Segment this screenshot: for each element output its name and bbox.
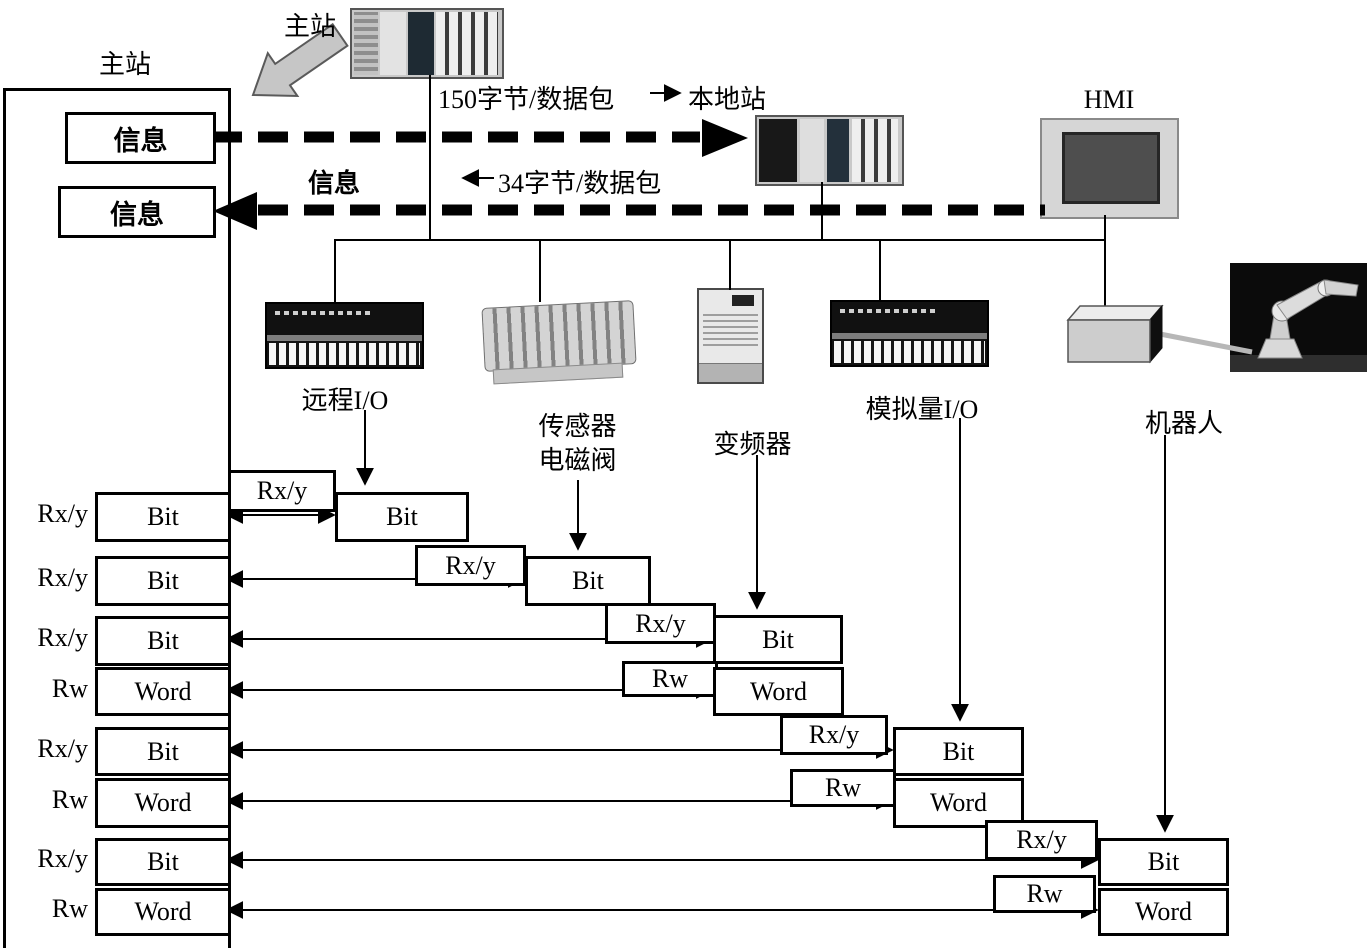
remote-buffer-box: Word [1098, 888, 1229, 936]
master-buffer-box: Word [95, 667, 231, 716]
right-arrowhead-icon [702, 119, 748, 157]
left-arrowhead-icon [213, 192, 257, 230]
device-label-remote-io: 远程I/O [301, 386, 389, 415]
link-channel-box: Rx/y [780, 715, 888, 755]
master-buffer-box: Bit [95, 727, 231, 776]
link-channel-box: Rw [993, 875, 1096, 913]
master-buffer-box: Bit [95, 616, 231, 666]
link-channel-box: Rx/y [228, 470, 336, 512]
info-return-label: 信息 [308, 169, 361, 198]
link-channel-box: Rx/y [985, 820, 1098, 860]
hmi-screen [1062, 132, 1160, 204]
channel-type-label: Rw [51, 674, 88, 703]
link-channel-box: Rw [790, 769, 896, 807]
plc-display-module [759, 119, 797, 182]
remote-buffer-box: Word [713, 667, 844, 716]
channel-type-label: Rx/y [37, 844, 88, 873]
robot-arm-graphic [1230, 263, 1367, 372]
io-mid-band [832, 333, 987, 339]
remote-buffer-box: Word [893, 778, 1024, 828]
packet-down-label: 150字节/数据包 [438, 85, 615, 114]
local-station-label: 本地站 [688, 85, 767, 114]
info-box-1: 信息 [65, 112, 216, 164]
device-label-inverter: 变频器 [713, 430, 792, 459]
network-bus-lines [334, 75, 1106, 306]
master-pointer-block-arrow-icon [251, 22, 349, 98]
channel-type-label: Rx/y [37, 734, 88, 763]
remote-io-image [265, 302, 424, 369]
device-label-robot: 机器人 [1144, 409, 1223, 438]
plc-module [380, 12, 406, 75]
device-pointer-arrows [356, 410, 1174, 833]
sensor-label-line2: 电磁阀 [538, 446, 617, 475]
remote-buffer-box: Bit [335, 492, 469, 542]
channel-type-label: Rx/y [37, 563, 88, 592]
io-terminals [269, 343, 420, 365]
master-plc-label: 主站 [284, 12, 337, 41]
channel-type-label: Rw [51, 785, 88, 814]
master-buffer-box: Word [95, 888, 231, 936]
analog-io-image [830, 300, 989, 367]
link-channel-box: Rx/y [605, 603, 716, 644]
inverter-display [732, 295, 754, 306]
remote-buffer-box: Bit [1098, 838, 1229, 886]
io-terminals [834, 341, 985, 363]
device-label-sensor-valve: 传感器 电磁阀 [515, 410, 640, 478]
plc-cpu-module [827, 119, 849, 182]
packet-up-label: 34字节/数据包 [498, 169, 662, 198]
info-box-2: 信息 [58, 186, 216, 238]
master-buffer-box: Bit [95, 556, 231, 606]
robot-image [1230, 263, 1367, 372]
master-buffer-box: Bit [95, 492, 231, 542]
remote-buffer-box: Bit [525, 556, 651, 606]
link-channel-box: Rx/y [415, 545, 526, 586]
hmi-label: HMI [1083, 85, 1135, 114]
master-column-title: 主站 [98, 50, 151, 79]
master-plc-image [350, 8, 504, 79]
robot-cable [1159, 331, 1253, 355]
dashed-message-arrows [212, 119, 1045, 230]
remote-buffer-box: Bit [893, 727, 1024, 776]
master-buffer-box: Bit [95, 838, 231, 886]
robot-controller-image [1066, 304, 1164, 364]
plc-module [354, 12, 378, 75]
inverter-image [697, 288, 764, 384]
inverter-vents [703, 312, 758, 350]
master-buffer-box: Word [95, 778, 231, 828]
inverter-terminal-cover [699, 363, 762, 382]
channel-type-label: Rw [51, 894, 88, 923]
plc-cpu-module [408, 12, 434, 75]
plc-io-slots [436, 12, 498, 75]
channel-type-label: Rx/y [37, 623, 88, 652]
packet-direction-arrows [461, 84, 682, 187]
io-label-strip [275, 311, 370, 315]
hmi-image [1040, 118, 1179, 219]
io-mid-band [267, 335, 422, 341]
io-label-strip [840, 309, 935, 313]
channel-type-label: Rx/y [37, 499, 88, 528]
plc-module [800, 119, 824, 182]
link-channel-box: Rw [622, 661, 718, 697]
local-plc-image [755, 115, 904, 186]
sensor-label-line1: 传感器 [538, 412, 617, 441]
device-label-analog-io: 模拟量I/O [865, 395, 979, 424]
plc-io-slots [852, 119, 898, 182]
remote-buffer-box: Bit [713, 615, 843, 664]
